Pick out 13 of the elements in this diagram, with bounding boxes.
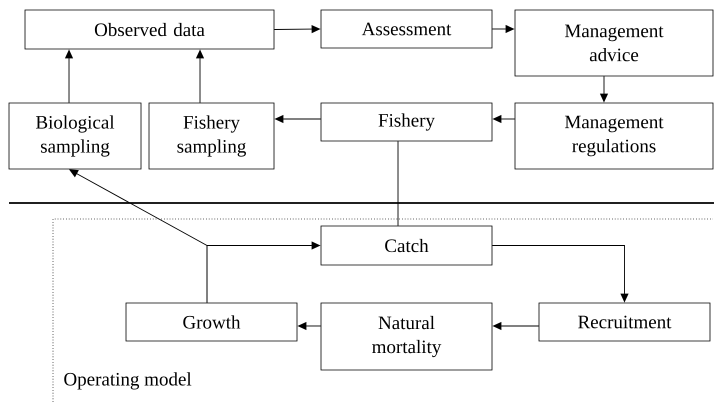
process-box: Fishery sampling — [148, 102, 274, 170]
process-box: Natural mortality — [320, 302, 492, 370]
model-region — [52, 218, 714, 402]
region-label: Operating model — [64, 372, 192, 390]
process-box: Assessment — [320, 10, 492, 48]
process-box: Management advice — [514, 10, 714, 76]
process-box: Observed data — [24, 10, 274, 50]
process-box: Catch — [320, 226, 492, 266]
process-box: Recruitment — [538, 302, 710, 342]
process-box: Biological sampling — [8, 102, 142, 170]
process-box: Growth — [126, 302, 298, 342]
process-box: Management regulations — [514, 102, 714, 170]
process-box: Fishery — [320, 102, 492, 142]
